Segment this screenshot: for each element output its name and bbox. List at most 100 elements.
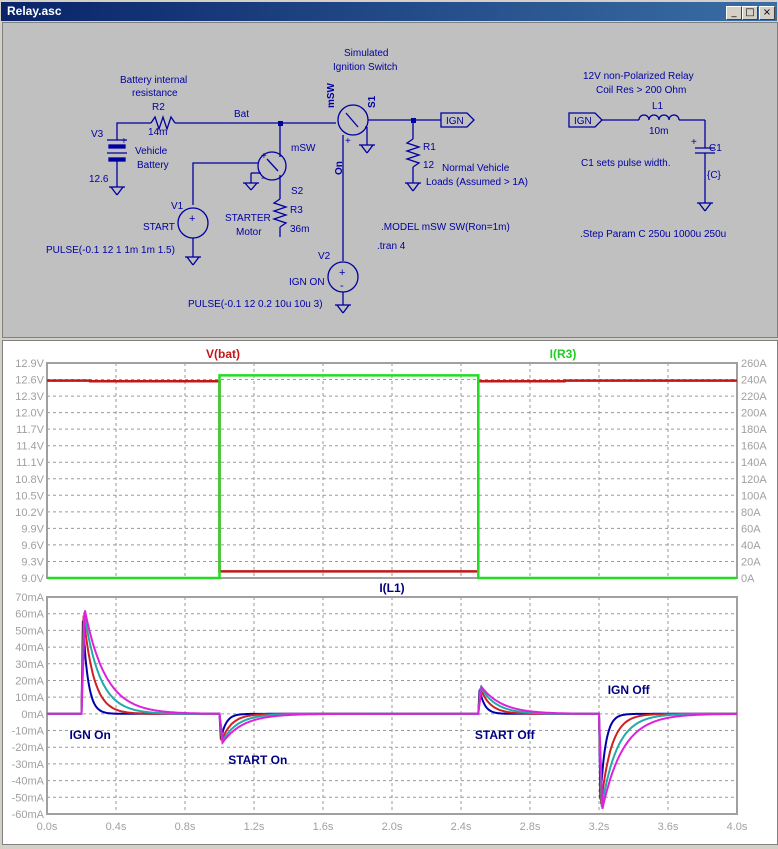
y-tick-label: 50mA	[15, 625, 44, 637]
label-l1: L1	[652, 101, 664, 112]
y-tick-label: -10mA	[12, 726, 45, 738]
y2-tick-label: 120A	[741, 474, 767, 486]
label-msw-top: mSW	[326, 82, 337, 108]
label-r3: R3	[290, 205, 303, 216]
label-s2: S2	[291, 186, 304, 197]
minus-sign: -	[261, 173, 264, 184]
y-tick-label: -40mA	[12, 776, 45, 788]
y2-tick-label: 160A	[741, 441, 767, 453]
y-tick-label: 60mA	[15, 609, 44, 621]
label-r2-value: 14m	[148, 127, 167, 138]
y-tick-label: 12.0V	[15, 408, 44, 420]
x-tick-label: 0.4s	[106, 821, 127, 833]
series-line	[47, 374, 737, 580]
annotation-label: START On	[228, 753, 287, 767]
label-on: On	[334, 161, 345, 175]
y-tick-label: 12.3V	[15, 391, 44, 403]
y-tick-label: 70mA	[15, 592, 44, 604]
y2-tick-label: 0A	[741, 573, 755, 585]
y2-tick-label: 140A	[741, 457, 767, 469]
plus-sign: +	[189, 213, 195, 225]
y-tick-label: 11.1V	[16, 457, 45, 469]
plus-sign: +	[121, 136, 127, 147]
y-tick-label: 9.3V	[21, 556, 44, 568]
annotation-label: START Off	[475, 728, 536, 742]
y-tick-label: -50mA	[12, 792, 45, 804]
label-pulse-v1: PULSE(-0.1 12 1 1m 1m 1.5)	[46, 245, 175, 256]
label-ign-flag2: IGN	[574, 116, 592, 127]
y2-tick-label: 240A	[741, 375, 767, 387]
y-tick-label: 9.0V	[21, 573, 44, 585]
close-button[interactable]: ×	[759, 6, 775, 20]
annotation-label: IGN Off	[608, 683, 651, 697]
schematic-pane[interactable]: Battery internal resistance R2 14m Bat V…	[2, 22, 778, 338]
label-loads: Loads (Assumed > 1A)	[426, 177, 528, 188]
label-relay-title: 12V non-Polarized Relay	[583, 71, 694, 82]
label-r1: R1	[423, 142, 436, 153]
label-ignition-switch: Ignition Switch	[333, 62, 397, 73]
label-c1-note: C1 sets pulse width.	[581, 158, 671, 169]
series-line	[47, 379, 737, 573]
plus-sign: +	[345, 136, 351, 147]
y2-tick-label: 260A	[741, 358, 767, 370]
maximize-button[interactable]: □	[742, 6, 758, 20]
label-pulse-v2: PULSE(-0.1 12 0.2 10u 10u 3)	[188, 299, 323, 310]
legend-entry: V(bat)	[206, 347, 240, 361]
y2-tick-label: 100A	[741, 490, 767, 502]
y-tick-label: 9.6V	[21, 540, 44, 552]
x-tick-label: 4.0s	[727, 821, 748, 833]
x-tick-label: 2.8s	[520, 821, 541, 833]
y-tick-label: 10mA	[15, 692, 44, 704]
y2-tick-label: 220A	[741, 391, 767, 403]
label-bat-net: Bat	[234, 109, 249, 120]
y-tick-label: 11.7V	[16, 424, 45, 436]
label-c1-value: {C}	[707, 170, 722, 181]
annotation-label: IGN On	[70, 728, 111, 742]
x-tick-label: 0.8s	[175, 821, 196, 833]
chart-title: I(L1)	[379, 581, 404, 595]
x-tick-label: 2.4s	[451, 821, 472, 833]
x-tick-label: 3.2s	[589, 821, 610, 833]
y-tick-label: 9.9V	[21, 523, 44, 535]
minus-sign: -	[340, 280, 344, 292]
title-bar[interactable]: Relay.asc _ □ ×	[1, 2, 777, 21]
label-ign-on: IGN ON	[289, 277, 325, 288]
label-r3-value: 36m	[290, 224, 309, 235]
label-starter: STARTER	[225, 213, 271, 224]
label-vehicle: Vehicle	[135, 146, 168, 157]
label-battery-internal: Battery internal	[120, 75, 187, 86]
y-tick-label: 20mA	[15, 675, 44, 687]
label-simulated: Simulated	[344, 48, 388, 59]
label-r2: R2	[152, 102, 165, 113]
y2-tick-label: 40A	[741, 540, 761, 552]
y-tick-label: 0mA	[21, 709, 44, 721]
label-v3: V3	[91, 129, 104, 140]
series-line	[47, 610, 737, 810]
label-v2: V2	[318, 251, 331, 262]
window-title: Relay.asc	[7, 4, 62, 18]
label-r1-value: 12	[423, 160, 435, 171]
plus-sign: +	[691, 137, 697, 148]
label-l1-value: 10m	[649, 126, 668, 137]
y2-tick-label: 180A	[741, 424, 767, 436]
label-v3-value: 12.6	[89, 174, 109, 185]
junction-dot	[278, 121, 283, 126]
x-tick-label: 1.6s	[313, 821, 334, 833]
y-tick-label: 12.6V	[15, 375, 44, 387]
plus-sign: +	[261, 151, 267, 162]
label-s1: S1	[367, 95, 378, 108]
label-step-param: .Step Param C 250u 1000u 250u	[580, 229, 726, 240]
y-tick-label: 30mA	[15, 659, 44, 671]
y2-tick-label: 20A	[741, 556, 761, 568]
x-tick-label: 2.0s	[382, 821, 403, 833]
label-motor: Motor	[236, 227, 262, 238]
plus-sign: +	[339, 267, 345, 279]
y-tick-label: 10.5V	[15, 490, 44, 502]
label-v1: V1	[171, 201, 184, 212]
minimize-button[interactable]: _	[726, 6, 742, 20]
plot-frame	[46, 596, 738, 815]
y-tick-label: -30mA	[12, 759, 45, 771]
label-model: .MODEL mSW SW(Ron=1m)	[381, 222, 510, 233]
y-tick-label: 10.2V	[15, 507, 44, 519]
